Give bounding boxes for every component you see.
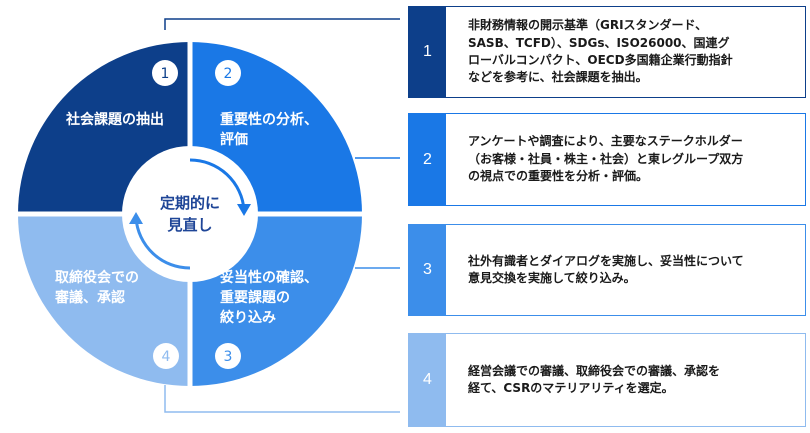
quadrant-1-badge	[152, 60, 178, 86]
cycle-arrow-right	[189, 158, 246, 211]
quadrant-1-number: 1	[161, 66, 170, 82]
quadrant-1-label: 社会課題の抽出	[65, 111, 164, 128]
step-2-text: アンケートや調査により、主要なステークホルダー （お客様・社員・株主・社会）と東…	[468, 134, 744, 184]
step-1-number: 1	[409, 7, 446, 97]
connector-line-1	[164, 18, 400, 30]
step-4-number: 4	[409, 334, 446, 426]
quadrant-2-badge	[215, 60, 241, 86]
quadrant-3-number: 3	[224, 349, 233, 365]
step-box-1: 1 非財務情報の開示基準（GRIスタンダード、 SASB、TCFD）、SDGs、…	[408, 6, 806, 98]
quadrant-3-label-line-1: 妥当性の確認、	[220, 269, 318, 286]
step-box-4: 4 経営会議での審議、取締役会での審議、承認を 経て、CSRのマテリアリティを選…	[408, 333, 806, 427]
quadrant-3-badge	[215, 343, 241, 369]
center-label-line-1: 定期的に	[160, 194, 220, 212]
cycle-arrow-left	[134, 217, 191, 270]
quadrant-2-number: 2	[224, 66, 233, 82]
quadrant-3-label-line-2: 重要課題の	[220, 289, 290, 306]
step-box-2: 2 アンケートや調査により、主要なステークホルダー （お客様・社員・株主・社会）…	[408, 113, 806, 206]
step-3-text-area: 社外有識者とダイアログを実施し、妥当性について 意見交換を実施して絞り込み。	[446, 225, 805, 315]
step-4-text-area: 経営会議での審議、取締役会での審議、承認を 経て、CSRのマテリアリティを選定。	[446, 334, 805, 426]
quadrant-4-number: 4	[162, 349, 171, 365]
step-3-text: 社外有識者とダイアログを実施し、妥当性について 意見交換を実施して絞り込み。	[468, 253, 744, 285]
step-2-text-area: アンケートや調査により、主要なステークホルダー （お客様・社員・株主・社会）と東…	[446, 114, 805, 205]
center-label-line-2: 見直し	[166, 216, 212, 234]
quadrant-2-label-line-1: 重要性の分析、	[220, 111, 318, 128]
step-box-3: 3 社外有識者とダイアログを実施し、妥当性について 意見交換を実施して絞り込み。	[408, 224, 806, 316]
center-circle	[122, 146, 258, 282]
quadrant-4-label-line-2: 審議、承認	[54, 289, 125, 306]
review-cycle-diagram: 定期的に 見直し 1 2 3 4 社会課題の抽出 重要性の分析、 評価 妥当性の…	[14, 18, 400, 413]
quadrant-3-label-line-3: 絞り込み	[220, 309, 276, 326]
quadrant-2-label-line-2: 評価	[220, 131, 248, 148]
step-4-text: 経営会議での審議、取締役会での審議、承認を 経て、CSRのマテリアリティを選定。	[468, 363, 721, 395]
step-2-number: 2	[409, 114, 446, 205]
step-1-text-area: 非財務情報の開示基準（GRIスタンダード、 SASB、TCFD）、SDGs、IS…	[446, 7, 805, 97]
connector-line-4	[164, 385, 400, 413]
quadrant-4-label-line-1: 取締役会での	[55, 269, 139, 286]
step-1-text: 非財務情報の開示基準（GRIスタンダード、 SASB、TCFD）、SDGs、IS…	[468, 18, 733, 85]
quadrant-4-badge	[153, 343, 179, 369]
step-3-number: 3	[409, 225, 446, 315]
